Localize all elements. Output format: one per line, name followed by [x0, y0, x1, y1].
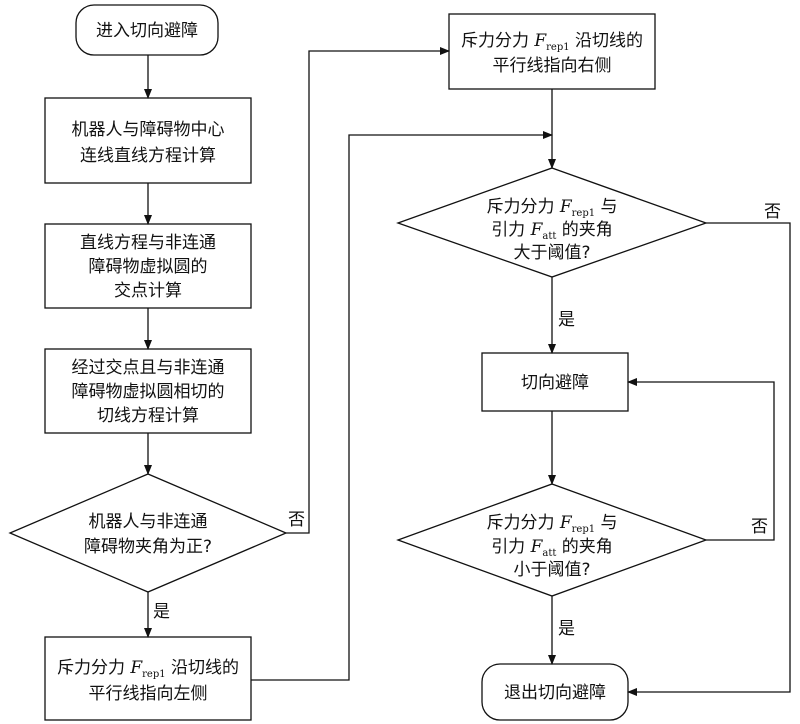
- tangent-label-1: 经过交点且与非连通: [72, 358, 225, 378]
- rep-right-label-1: 斥力分力 Frep1 沿切线的: [461, 31, 643, 53]
- rep-left-pre: 斥力分力: [57, 658, 130, 678]
- start-node: [75, 4, 219, 56]
- tangent-label-3: 切线方程计算: [97, 406, 199, 426]
- decision-gt-label-3: 大于阈值?: [513, 243, 590, 263]
- rep-right-pre: 斥力分力: [461, 31, 534, 51]
- decision-angle-diamond: [8, 473, 288, 593]
- label-no-angle: 否: [288, 510, 305, 530]
- arrow-rep-left-to-merge: [251, 131, 553, 681]
- intersection-label-1: 直线方程与非连通: [80, 233, 216, 253]
- arrow-gt-no: [627, 222, 791, 696]
- rep-left-label-1: 斥力分力 Frep1 沿切线的: [57, 658, 239, 680]
- label-yes-angle: 是: [153, 602, 170, 622]
- exit-label: 退出切向避障: [504, 683, 606, 703]
- rep-right-sub: rep1: [546, 42, 569, 53]
- rep-left-sub: rep1: [142, 669, 165, 680]
- start-label: 进入切向避障: [96, 21, 198, 41]
- decision-lt-label-3: 小于阈值?: [513, 560, 590, 580]
- arrow-lt-no-loop: [627, 378, 775, 541]
- intersection-label-3: 交点计算: [114, 281, 182, 301]
- decision-angle-label-1: 机器人与非连通: [89, 512, 208, 532]
- label-no-lt: 否: [751, 517, 768, 537]
- line-equation-label-1: 机器人与障碍物中心: [72, 120, 225, 140]
- label-no-gt: 否: [764, 202, 781, 222]
- label-yes-lt: 是: [558, 619, 575, 639]
- tangent-label-2: 障碍物虚拟圆相切的: [72, 382, 225, 402]
- line-equation-box: [44, 97, 252, 184]
- rep-left-F: F: [129, 658, 143, 678]
- intersection-box: [44, 223, 252, 309]
- rep-right-F: F: [533, 31, 547, 51]
- decision-lt-label-2: 引力 Fatt 的夹角: [491, 537, 613, 559]
- rep-left-box: [44, 636, 252, 721]
- avoid-label: 切向避障: [521, 373, 589, 393]
- decision-gt-label-2: 引力 Fatt 的夹角: [491, 220, 613, 242]
- rep-right-label-2: 平行线指向右侧: [493, 56, 612, 76]
- rep-right-post: 沿切线的: [570, 31, 643, 51]
- intersection-label-2: 障碍物虚拟圆的: [89, 257, 208, 277]
- decision-lt-label-1: 斥力分力 Frep1 与: [486, 513, 617, 535]
- arrow-decision-no: [286, 47, 450, 534]
- decision-angle-label-2: 障碍物夹角为正?: [84, 537, 212, 557]
- rep-left-post: 沿切线的: [166, 658, 239, 678]
- label-yes-gt: 是: [558, 310, 575, 330]
- avoid-box: [481, 352, 629, 412]
- line-equation-label-2: 连线直线方程计算: [80, 146, 216, 166]
- rep-left-label-2: 平行线指向左侧: [89, 684, 208, 704]
- decision-gt-label-1: 斥力分力 Frep1 与: [486, 197, 617, 219]
